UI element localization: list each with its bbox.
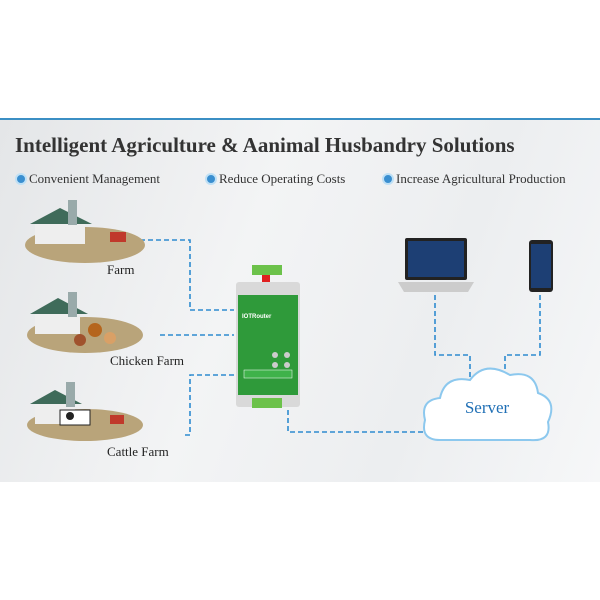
cattle-farm-image-icon xyxy=(27,382,143,441)
farm-image-icon xyxy=(25,200,145,263)
bullet-label: Convenient Management xyxy=(29,171,161,186)
smartphone-icon xyxy=(529,240,553,292)
bullet-label: Increase Agricultural Production xyxy=(396,171,566,186)
cattle-farm-label: Cattle Farm xyxy=(107,444,169,459)
bullet-dot-icon xyxy=(382,173,394,185)
page-title: Intelligent Agriculture & Aanimal Husban… xyxy=(15,133,515,157)
chicken-farm-image-icon xyxy=(27,292,143,353)
chicken-farm-label: Chicken Farm xyxy=(110,353,185,368)
bullet-increase-production: Increase Agricultural Production xyxy=(382,171,566,187)
laptop-icon xyxy=(398,238,474,292)
farm-label: Farm xyxy=(107,262,135,277)
server-cloud-icon xyxy=(423,367,553,442)
device-brand: IOTRouter xyxy=(242,314,272,320)
bullet-dot-icon xyxy=(205,173,217,185)
server-label: Server xyxy=(465,398,510,417)
bullet-reduce-costs: Reduce Operating Costs xyxy=(205,171,345,187)
iot-router-device: IOTRouter xyxy=(236,265,300,408)
bullet-dot-icon xyxy=(15,173,27,185)
connection-lines xyxy=(140,239,541,436)
bullet-convenient-management: Convenient Management xyxy=(15,171,160,187)
bullet-label: Reduce Operating Costs xyxy=(219,171,346,186)
